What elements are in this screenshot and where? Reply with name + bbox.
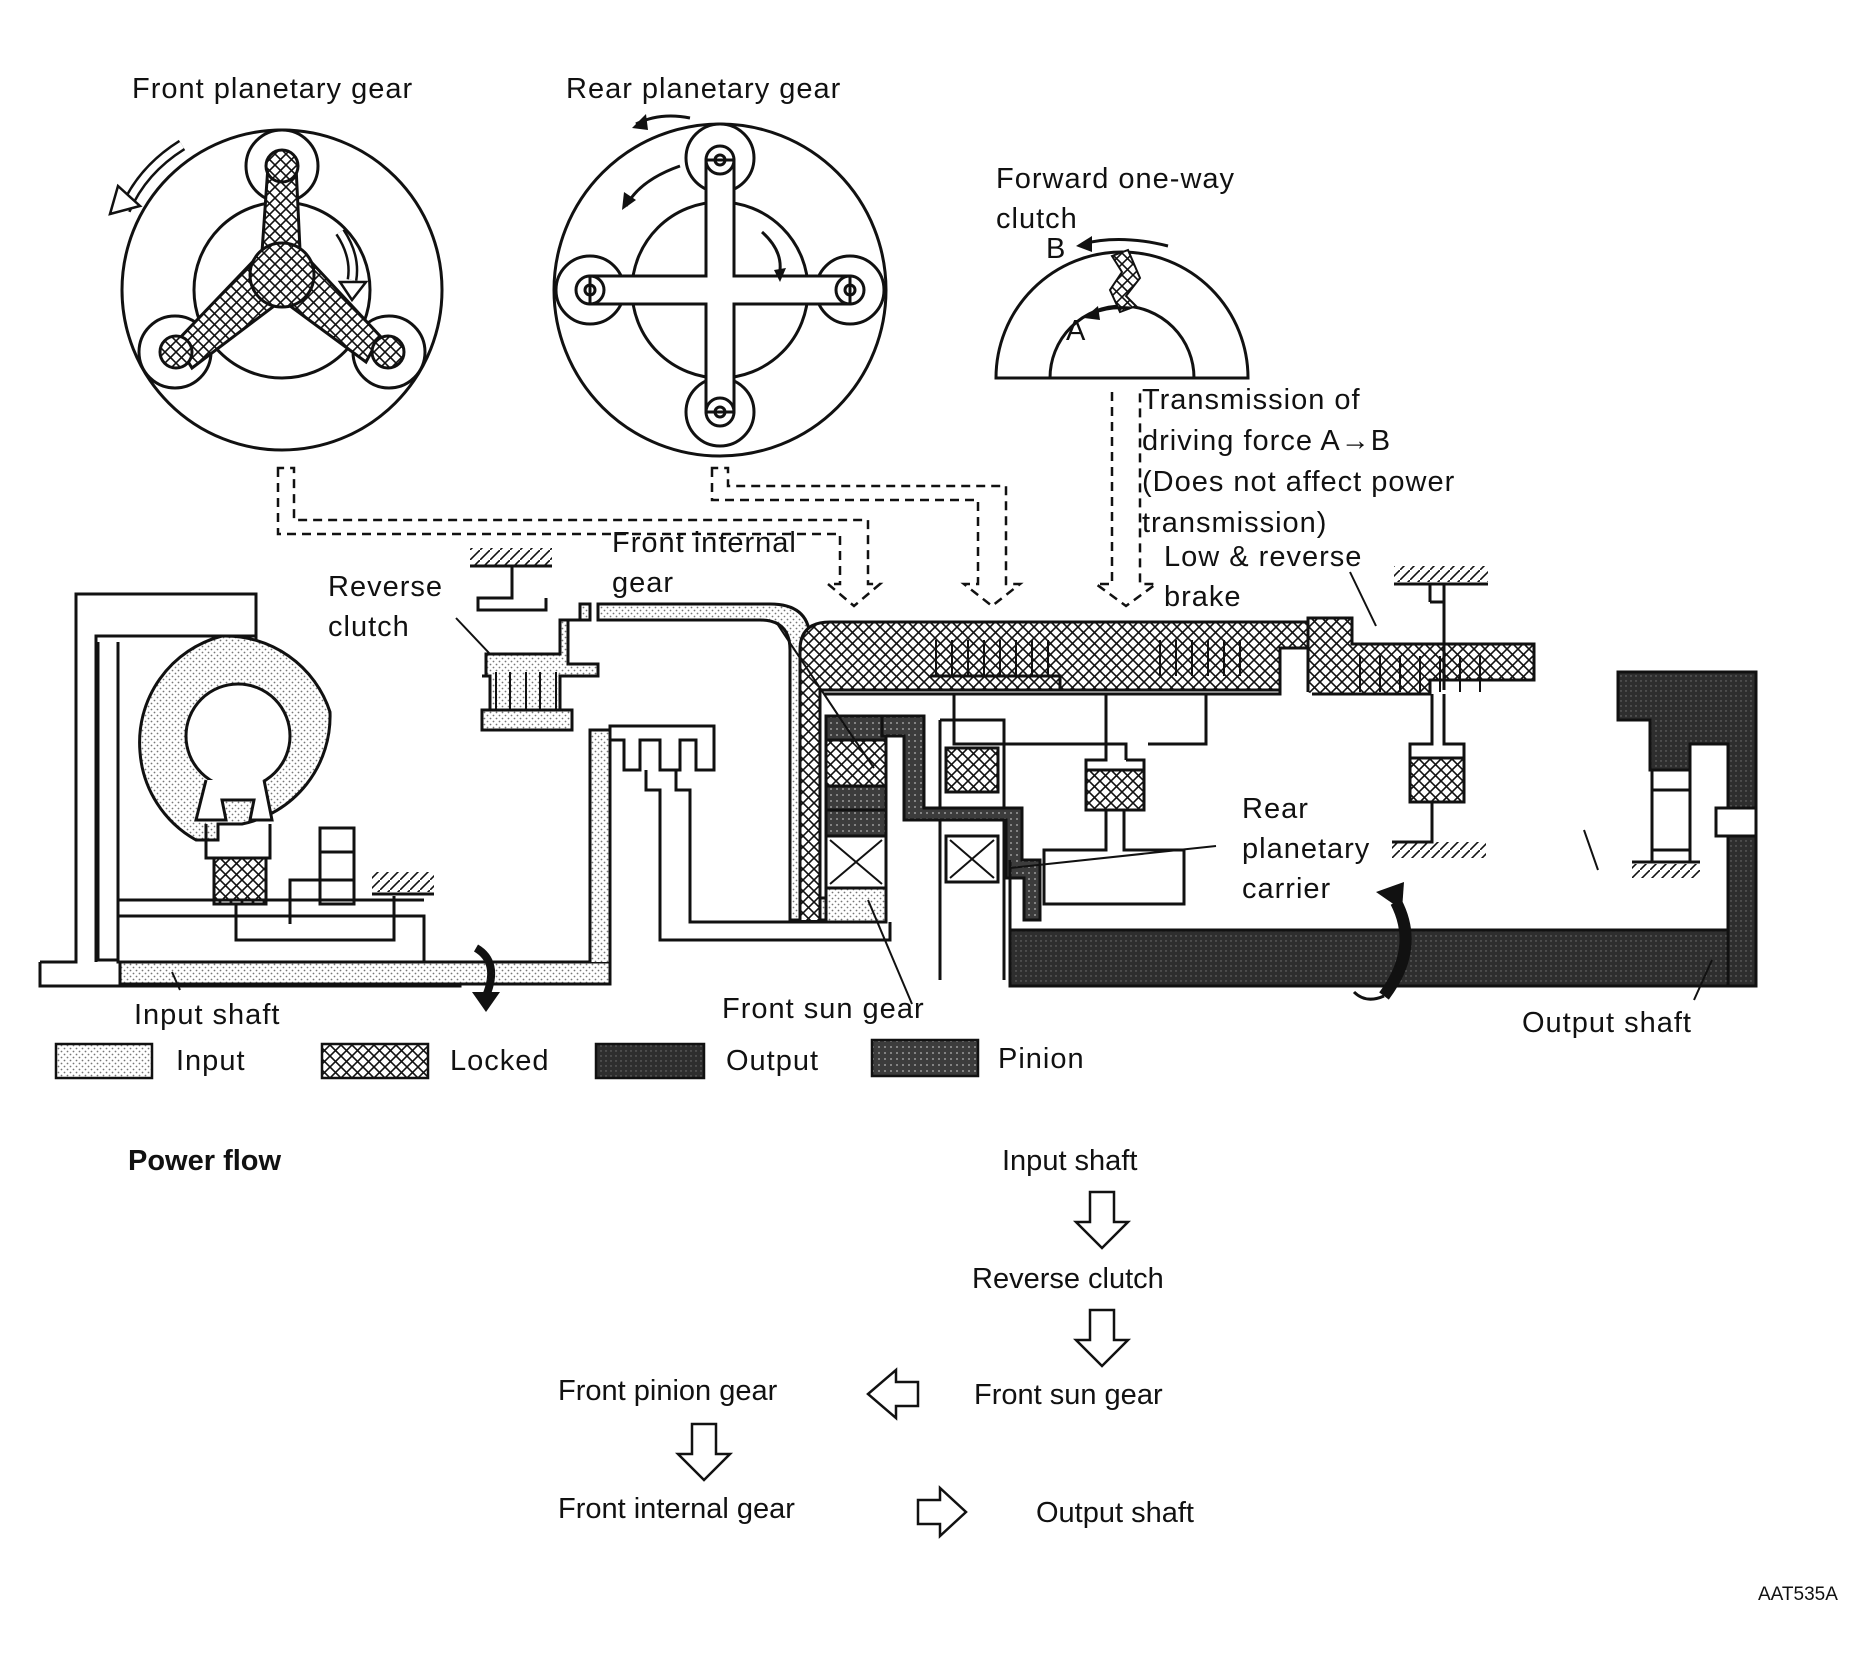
- legend-swatch-pinion: [870, 1038, 980, 1078]
- figure-code: AAT535A: [1758, 1584, 1838, 1605]
- input-shaft-label: Input shaft: [134, 999, 280, 1031]
- legend-label-locked: Locked: [450, 1045, 550, 1077]
- legend-label-output: Output: [726, 1045, 819, 1077]
- flow-step-reverse-clutch: Reverse clutch: [972, 1263, 1164, 1295]
- point-a-label: A: [1066, 315, 1086, 347]
- flow-step-input-shaft: Input shaft: [1002, 1145, 1137, 1177]
- forward-one-way-clutch-figure: Forward one-way clutch B A: [994, 163, 1250, 608]
- one-way-sprag: [1108, 248, 1142, 314]
- output-shaft-body: [1008, 860, 1758, 988]
- flow-arrow-down-1: [1072, 1190, 1132, 1250]
- input-shaft-rotation-arrow: [473, 944, 496, 998]
- transmission-cross-section: [38, 548, 1758, 1012]
- transmission-note-4: transmission): [1142, 507, 1327, 539]
- flow-arrow-down-2: [1072, 1308, 1132, 1368]
- input-shaft-body: [118, 960, 612, 986]
- front-planetary-gear-label: Front planetary gear: [132, 73, 413, 105]
- transmission-note-3: (Does not affect power: [1142, 466, 1455, 498]
- low-reverse-brake-label-2: brake: [1164, 581, 1242, 613]
- legend-label-pinion: Pinion: [998, 1043, 1085, 1075]
- transmission-note-1: Transmission of: [1142, 384, 1361, 416]
- transmission-note-2: driving force A→B: [1142, 425, 1391, 457]
- rear-sun-rotation-arrow: [760, 230, 782, 271]
- reverse-clutch-label-2: clutch: [328, 611, 410, 643]
- rear-planetary-carrier-label-2: planetary: [1242, 833, 1370, 865]
- output-shaft-label: Output shaft: [1522, 1007, 1692, 1039]
- reverse-clutch-label-1: Reverse: [328, 571, 443, 603]
- rear-planetary-dashed-arrow: [710, 466, 1024, 608]
- rear-planetary-carrier-label-1: Rear: [1242, 793, 1309, 825]
- front-planetary-gear-figure: Front planetary gear: [108, 73, 444, 452]
- power-flow-section: Power flow Input shaft Reverse clutch Fr…: [128, 1145, 1194, 1539]
- low-reverse-brake-label-1: Low & reverse: [1164, 541, 1362, 573]
- front-internal-gear-label-2: gear: [612, 567, 674, 599]
- flow-step-front-internal-gear: Front internal gear: [558, 1493, 795, 1525]
- flow-step-front-sun-gear: Front sun gear: [974, 1379, 1163, 1411]
- rear-planetary-gear-figure: Rear planetary gear: [552, 73, 888, 458]
- front-carrier-locked: [158, 148, 406, 371]
- flow-step-front-pinion-gear: Front pinion gear: [558, 1375, 778, 1407]
- point-b-arrow: [1081, 238, 1169, 248]
- rear-planetary-gear-label: Rear planetary gear: [566, 73, 841, 105]
- legend-swatch-locked: [320, 1042, 430, 1080]
- legend-swatch-output: [594, 1042, 706, 1080]
- front-sun-gear-label: Front sun gear: [722, 993, 925, 1025]
- rear-clutch-plates: [935, 640, 1241, 676]
- forward-one-way-label-1: Forward one-way: [996, 163, 1235, 195]
- flow-step-output-shaft: Output shaft: [1036, 1497, 1194, 1529]
- forward-one-way-label-2: clutch: [996, 203, 1078, 235]
- flow-arrow-right: [916, 1485, 968, 1539]
- flow-arrow-down-3: [674, 1422, 734, 1482]
- output-rotation-arrow: [1379, 899, 1412, 1000]
- legend-swatch-input: [54, 1042, 154, 1080]
- flow-arrow-left: [866, 1367, 920, 1421]
- power-flow-title: Power flow: [128, 1145, 282, 1177]
- legend: Input Locked Output Pinion: [54, 1038, 1085, 1080]
- front-internal-gear-label-1: Front internal: [612, 527, 797, 559]
- front-planetary-dashed-arrow: [276, 466, 884, 608]
- converter-housing: [40, 592, 258, 964]
- point-b-label: B: [1046, 233, 1066, 265]
- one-way-force-dashed-arrow: [1092, 392, 1160, 608]
- legend-label-input: Input: [176, 1045, 246, 1077]
- output-flange: [1616, 670, 1758, 988]
- rear-planetary-carrier-label-3: carrier: [1242, 873, 1331, 905]
